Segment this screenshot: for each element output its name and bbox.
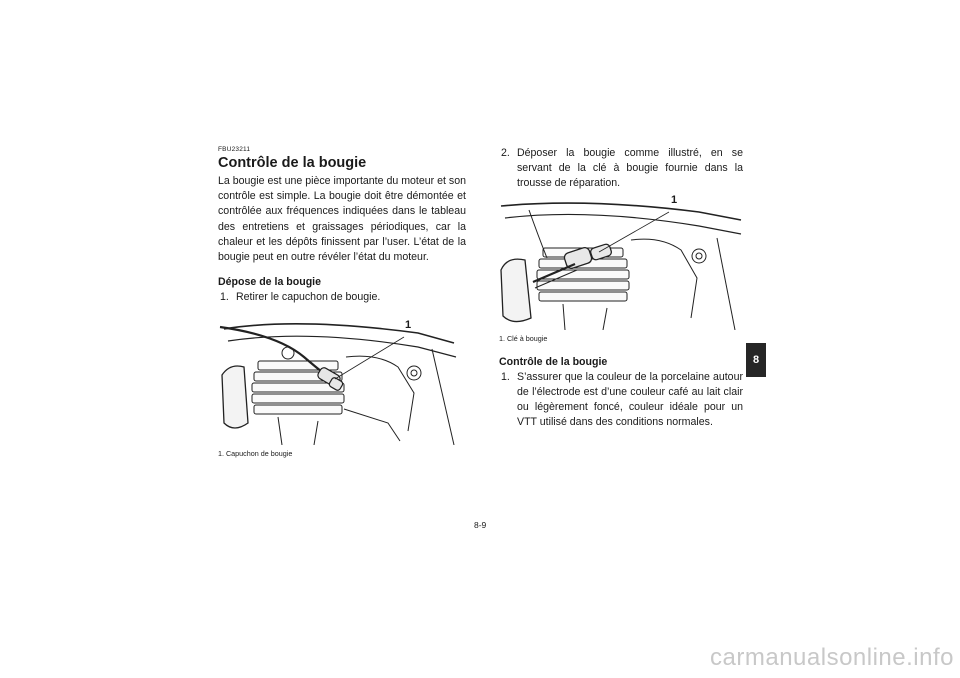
intro-paragraph: La bougie est une pièce importante du mo… <box>218 175 466 264</box>
inspection-heading: Contrôle de la bougie <box>499 355 608 368</box>
step-text: Déposer la bougie comme illustré, en se … <box>517 147 743 190</box>
inspection-step-1: 1. S’assurer que la couleur de la porcel… <box>499 370 743 431</box>
engine-illustration-wrench <box>499 197 743 330</box>
doc-code: FBU23211 <box>218 146 251 153</box>
figure-spark-plug-wrench: 1 <box>499 194 743 330</box>
removal-heading: Dépose de la bougie <box>218 276 322 289</box>
step-number: 1. <box>501 370 510 383</box>
figure-spark-plug-cap: 1 <box>218 313 462 446</box>
right-column: 2. Déposer la bougie comme illustré, en … <box>499 146 743 430</box>
step-text: S’assurer que la couleur de la porcelain… <box>517 370 743 429</box>
figure2-callout: 1 <box>671 193 678 206</box>
figure1-callout: 1 <box>405 319 412 332</box>
figure1-caption: 1. Capuchon de bougie <box>218 449 293 459</box>
engine-illustration-cap <box>218 313 462 446</box>
step-text: Retirer le capuchon de bougie. <box>236 291 381 304</box>
removal-step-2: 2. Déposer la bougie comme illustré, en … <box>499 146 743 192</box>
page-number: 8-9 <box>474 520 487 530</box>
watermark: carmanualsonline.info <box>710 644 954 671</box>
left-column: FBU23211 Contrôle de la bougie La bougie… <box>218 146 466 458</box>
figure2-caption: 1. Clé à bougie <box>499 333 548 343</box>
removal-step-1: 1. Retirer le capuchon de bougie. <box>218 290 466 305</box>
chapter-tab: 8 <box>746 343 766 377</box>
step-number: 2. <box>501 147 510 159</box>
step-number: 1. <box>220 291 229 304</box>
section-title: Contrôle de la bougie <box>218 155 367 171</box>
